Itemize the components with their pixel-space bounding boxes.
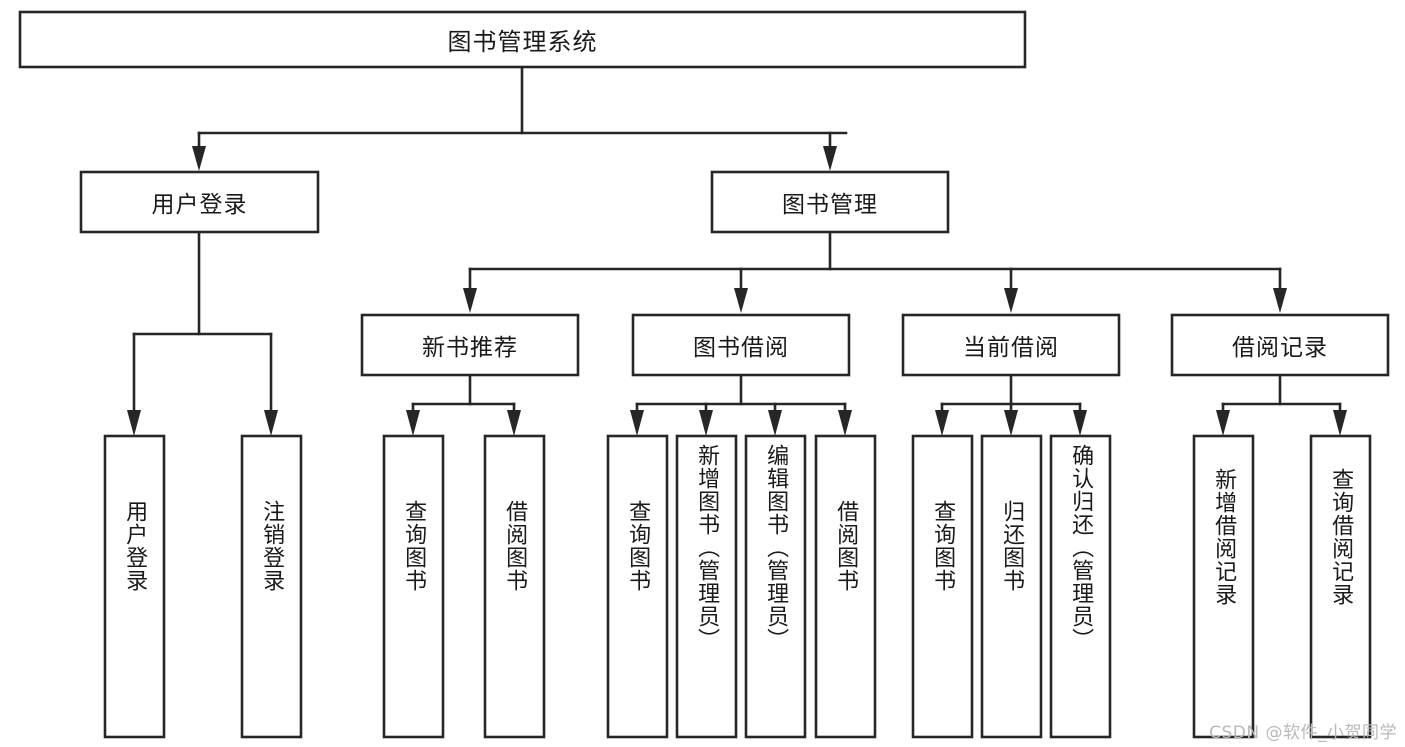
- leaf-new-book-0[interactable]: [382, 434, 445, 739]
- leaf-current-borrow-2[interactable]: [1049, 434, 1112, 739]
- leaf-book-borrow-1[interactable]: [675, 434, 738, 739]
- connector-book-borrow-to-leaves: [630, 373, 852, 436]
- leaf-user-login-0[interactable]: [103, 434, 166, 739]
- leaf-book-borrow-0[interactable]: [606, 434, 669, 739]
- leaf-current-borrow-0[interactable]: [911, 434, 974, 739]
- connector-borrow-record-to-leaves: [1216, 373, 1347, 436]
- leaf-book-borrow-3[interactable]: [814, 434, 877, 739]
- node-current-borrow[interactable]: [901, 313, 1121, 377]
- connector-current-borrow-to-leaves: [935, 373, 1087, 436]
- node-user-login[interactable]: [79, 170, 320, 234]
- connector-root-to-level2: [192, 65, 848, 171]
- leaf-current-borrow-1[interactable]: [980, 434, 1043, 739]
- leaf-new-book-1[interactable]: [483, 434, 546, 739]
- leaf-user-login-1[interactable]: [240, 434, 303, 739]
- node-new-book-recommend[interactable]: [360, 313, 580, 377]
- node-book-manage[interactable]: [710, 170, 950, 234]
- leaf-book-borrow-2[interactable]: [744, 434, 807, 739]
- node-borrow-record[interactable]: [1170, 313, 1390, 377]
- node-root[interactable]: [18, 10, 1027, 69]
- leaf-borrow-record-1[interactable]: [1309, 434, 1372, 739]
- leaf-borrow-record-0[interactable]: [1192, 434, 1255, 739]
- node-book-borrow[interactable]: [631, 313, 851, 377]
- connector-new-book-to-leaves: [406, 373, 521, 436]
- connector-book-manage-to-level3: [463, 230, 1287, 313]
- connector-user-login-to-leaves: [127, 230, 278, 436]
